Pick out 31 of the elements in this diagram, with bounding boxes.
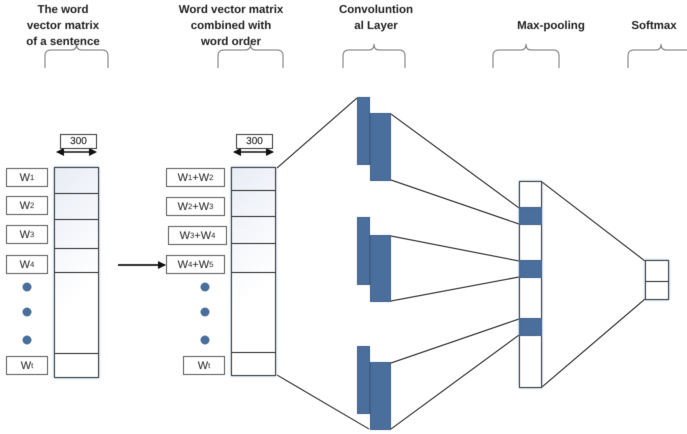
matrix-column xyxy=(54,167,99,378)
filter-bar xyxy=(370,235,391,302)
pooled-cell xyxy=(519,260,542,278)
dimension-label: 300 xyxy=(60,134,97,149)
connector-line xyxy=(276,98,358,168)
softmax-box xyxy=(645,260,669,300)
filter-bar xyxy=(357,97,370,165)
filter-bar xyxy=(357,217,370,285)
column-heading: Word vector matrix combined with word order xyxy=(178,3,284,50)
arrow xyxy=(118,261,166,269)
connector-line xyxy=(390,236,520,262)
pooled-cell xyxy=(519,207,542,225)
connector-line xyxy=(390,180,520,224)
dimension-label: 300 xyxy=(236,134,273,149)
connector-line xyxy=(390,276,520,302)
column-heading: Softmax xyxy=(630,19,678,34)
column-heading: Max-pooling xyxy=(516,19,586,34)
connector-line xyxy=(390,334,520,430)
matrix-column xyxy=(231,167,276,376)
connector-line xyxy=(390,114,520,208)
column-heading: Convoluntion al Layer xyxy=(338,3,414,34)
connector-line xyxy=(542,298,646,388)
connector-line xyxy=(390,318,520,364)
pooling-column xyxy=(519,181,542,388)
filter-bar xyxy=(357,346,370,414)
filter-bar xyxy=(370,113,391,181)
column-heading: The word vector matrix of a sentence xyxy=(25,3,101,50)
filter-bar xyxy=(370,362,391,430)
pooled-cell xyxy=(519,318,542,336)
connector-line xyxy=(276,374,370,430)
connector-line xyxy=(542,182,646,262)
